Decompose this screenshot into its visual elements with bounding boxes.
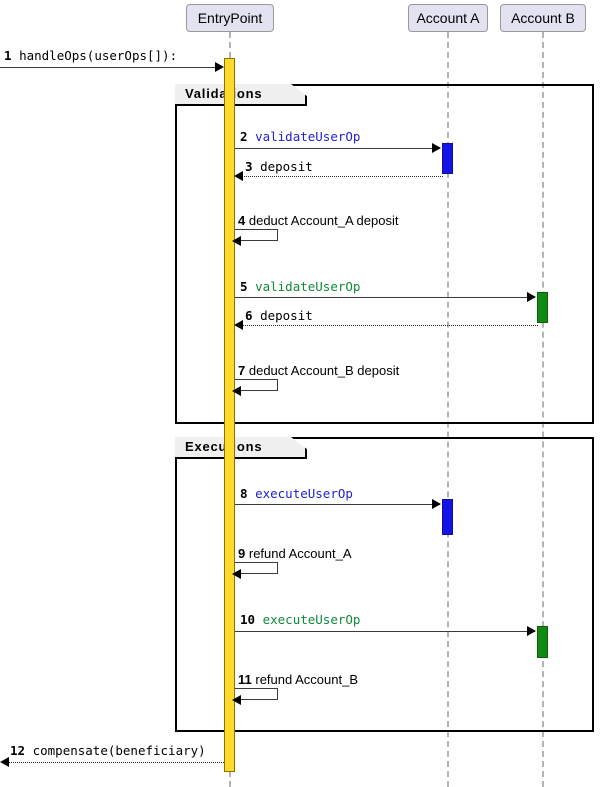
message-seq-3: 3 <box>245 159 253 174</box>
message-text-12: compensate(beneficiary) <box>32 743 206 758</box>
message-label-8: 8 executeUserOp <box>240 486 353 501</box>
message-selfloop-9 <box>235 562 278 574</box>
message-selfloop-7 <box>235 379 278 391</box>
activation-bar-account-b-execute <box>537 626 548 658</box>
fragment-label-validations-text: Validations <box>185 86 262 101</box>
message-label-6: 6 deposit <box>245 308 313 323</box>
message-arrow-8 <box>235 504 440 505</box>
message-arrowhead-12 <box>0 757 9 767</box>
message-arrowhead-11 <box>232 695 241 705</box>
message-text-7: deduct Account_B deposit <box>248 363 400 378</box>
message-label-7: 7 deduct Account_B deposit <box>238 363 399 378</box>
fragment-executions-box <box>175 437 594 732</box>
message-arrow-5 <box>235 297 535 298</box>
message-text-11: refund Account_B <box>255 672 359 687</box>
activation-bar-account-a-execute <box>442 499 453 535</box>
fragment-label-validations: Validations <box>175 84 307 106</box>
message-seq-4: 4 <box>238 213 246 228</box>
message-seq-1: 1 <box>4 48 12 63</box>
message-arrow-2 <box>235 148 440 149</box>
message-label-12: 12 compensate(beneficiary) <box>10 743 206 758</box>
message-arrowhead-10 <box>527 626 536 636</box>
message-seq-10: 10 <box>240 612 256 627</box>
message-text-10: executeUserOp <box>262 612 361 627</box>
message-text-9: refund Account_A <box>248 546 352 561</box>
message-text-3: deposit <box>260 159 313 174</box>
message-seq-7: 7 <box>238 363 246 378</box>
lifeline-account-b <box>542 32 544 787</box>
message-arrow-3 <box>240 176 443 177</box>
fragment-label-executions-text: Executions <box>185 439 262 454</box>
message-seq-11: 11 <box>238 672 252 687</box>
message-label-2: 2 validateUserOp <box>240 129 360 144</box>
message-arrowhead-2 <box>432 143 441 153</box>
message-text-8: executeUserOp <box>255 486 353 501</box>
participant-account-b[interactable]: Account B <box>500 4 586 32</box>
message-arrow-10 <box>235 631 535 632</box>
message-seq-5: 5 <box>240 279 248 294</box>
message-arrowhead-7 <box>232 386 241 396</box>
activation-bar-entrypoint <box>224 58 235 772</box>
message-selfloop-4 <box>235 229 278 241</box>
message-label-4: 4 deduct Account_A deposit <box>238 213 398 228</box>
activation-bar-account-a-validate <box>442 143 453 174</box>
message-label-9: 9 refund Account_A <box>238 546 352 561</box>
message-label-10: 10 executeUserOp <box>240 612 360 627</box>
participant-account-a[interactable]: Account A <box>408 4 488 32</box>
message-seq-6: 6 <box>245 308 253 323</box>
message-arrow-1 <box>0 67 217 68</box>
message-arrowhead-4 <box>232 236 241 246</box>
activation-bar-account-b-validate <box>537 292 548 323</box>
message-seq-8: 8 <box>240 486 248 501</box>
message-seq-12: 12 <box>10 743 26 758</box>
message-text-5: validateUserOp <box>255 279 361 294</box>
participant-label-entrypoint: EntryPoint <box>197 10 263 26</box>
message-selfloop-11 <box>235 688 278 700</box>
message-label-1: 1 handleOps(userOps[]): <box>4 48 177 63</box>
fragment-label-executions: Executions <box>175 437 307 459</box>
message-arrow-12 <box>6 762 224 763</box>
message-arrowhead-9 <box>232 569 241 579</box>
message-text-4: deduct Account_A deposit <box>248 213 399 228</box>
participant-entrypoint[interactable]: EntryPoint <box>186 4 274 32</box>
message-arrowhead-1 <box>215 62 224 72</box>
message-arrowhead-3 <box>234 171 243 181</box>
participant-label-account-a: Account A <box>416 10 480 26</box>
message-arrowhead-8 <box>432 499 441 509</box>
message-arrowhead-6 <box>234 320 243 330</box>
participant-label-account-b: Account B <box>511 10 575 26</box>
message-label-3: 3 deposit <box>245 159 313 174</box>
message-text-6: deposit <box>260 308 313 323</box>
message-arrowhead-5 <box>527 292 536 302</box>
fragment-validations-box <box>175 84 594 424</box>
message-text-2: validateUserOp <box>255 129 361 144</box>
message-label-5: 5 validateUserOp <box>240 279 360 294</box>
message-arrow-6 <box>240 325 538 326</box>
lifeline-account-a <box>447 32 449 787</box>
message-label-11: 11 refund Account_B <box>238 672 358 687</box>
message-text-1: handleOps(userOps[]): <box>19 48 178 63</box>
message-seq-9: 9 <box>238 546 246 561</box>
message-seq-2: 2 <box>240 129 248 144</box>
